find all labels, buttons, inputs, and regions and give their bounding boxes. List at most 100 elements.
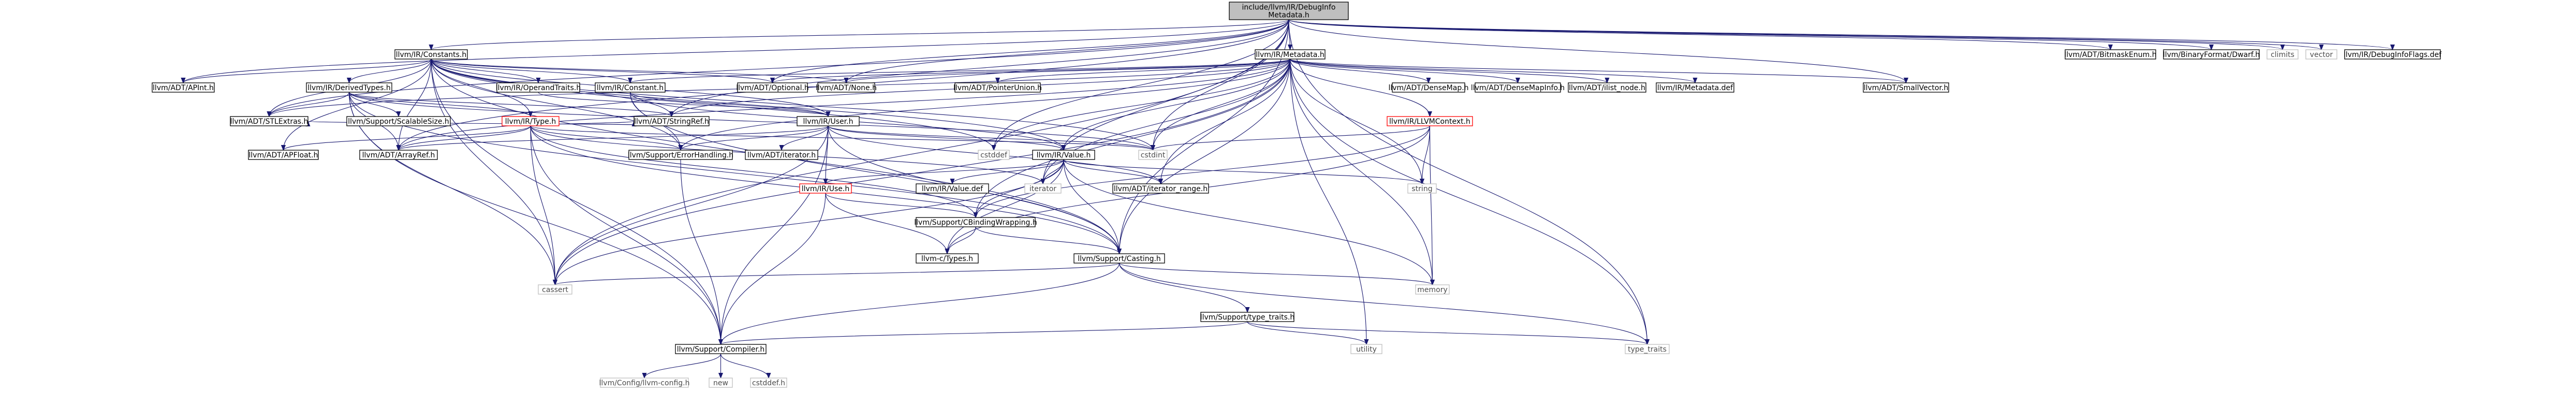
node-box: [2163, 49, 2260, 60]
node-use[interactable]: llvm/IR/Use.h: [799, 183, 852, 194]
edge-irtype-to-apfloat: [284, 125, 531, 151]
node-box: [394, 49, 468, 60]
edge-user-to-cassert: [555, 125, 829, 285]
node-apint[interactable]: llvm/ADT/APInt.h: [152, 82, 215, 93]
edge-metadata-to-none: [846, 59, 1291, 83]
node-cstdint[interactable]: cstdint: [1138, 150, 1168, 160]
node-bitmask[interactable]: llvm/ADT/BitmaskEnum.h: [2064, 49, 2157, 60]
node-label: llvm/IR/User.h: [803, 118, 853, 126]
node-label: string: [1411, 185, 1432, 193]
node-diflags[interactable]: llvm/IR/DebugInfoFlags.def: [2344, 49, 2442, 60]
edge-layer: [183, 19, 2393, 379]
node-metadata[interactable]: llvm/IR/Metadata.h: [1255, 49, 1326, 60]
node-derivedtypes[interactable]: llvm/IR/DerivedTypes.h: [306, 82, 392, 93]
edge-user-to-iteratorh: [782, 125, 829, 151]
node-iterator[interactable]: iterator: [1024, 183, 1062, 194]
node-valuedef[interactable]: llvm/IR/Value.def: [916, 183, 989, 194]
node-dwarf[interactable]: llvm/BinaryFormat/Dwarf.h: [2163, 49, 2260, 60]
node-utility[interactable]: utility: [1350, 344, 1382, 354]
node-memory[interactable]: memory: [1415, 284, 1450, 295]
node-box: [1032, 150, 1095, 160]
node-value[interactable]: llvm/IR/Value.h: [1032, 150, 1095, 160]
edge-root-to-dwarf: [1288, 19, 2212, 50]
node-box: [817, 82, 875, 93]
node-smallvector[interactable]: llvm/ADT/SmallVector.h: [1863, 82, 1949, 93]
node-constants[interactable]: llvm/IR/Constants.h: [394, 49, 468, 60]
node-label: vector: [2310, 51, 2333, 59]
node-casting[interactable]: llvm/Support/Casting.h: [1073, 253, 1165, 264]
edge-root-to-none: [846, 19, 1289, 83]
edge-compiler-to-cstddefh: [720, 353, 769, 379]
node-label: utility: [1356, 345, 1377, 354]
node-stringref[interactable]: llvm/ADT/StringRef.h: [634, 116, 710, 126]
node-apfloat[interactable]: llvm/ADT/APFloat.h: [248, 150, 319, 160]
edge-constants-to-none: [431, 59, 846, 83]
edge-root-to-constants: [431, 19, 1289, 50]
node-label: llvm/ADT/SmallVector.h: [1864, 84, 1949, 92]
node-climits[interactable]: climits: [2266, 49, 2299, 60]
node-pointerunion[interactable]: llvm/ADT/PointerUnion.h: [953, 82, 1042, 93]
node-label: llvm/IR/DerivedTypes.h: [307, 84, 391, 92]
node-densemap[interactable]: llvm/ADT/DenseMap.h: [1388, 82, 1469, 93]
node-box: [750, 378, 787, 388]
node-llvmcontext[interactable]: llvm/IR/LLVMContext.h: [1387, 116, 1473, 126]
node-box: [745, 150, 818, 160]
node-typetraitsh[interactable]: llvm/Support/type_traits.h: [1200, 312, 1295, 322]
node-scalable[interactable]: llvm/Support/ScalableSize.h: [346, 116, 451, 126]
node-ilist[interactable]: llvm/ADT/ilist_node.h: [1568, 82, 1646, 93]
node-iteratorh[interactable]: llvm/ADT/iterator.h: [745, 150, 818, 160]
node-label: llvm/IR/Value.h: [1037, 151, 1091, 160]
edge-value-to-memory: [1063, 159, 1433, 285]
edge-root-to-vector: [1288, 19, 2321, 50]
node-cstddefh[interactable]: cstddef.h: [750, 378, 787, 388]
node-box: [916, 253, 979, 264]
node-cassert[interactable]: cassert: [538, 284, 572, 295]
edge-constant-to-user: [629, 92, 829, 117]
node-box: [1255, 49, 1326, 60]
node-box: [306, 82, 392, 93]
edge-errorhandling-to-compiler: [680, 159, 721, 344]
node-irtype[interactable]: llvm/IR/Type.h: [502, 116, 560, 126]
node-string[interactable]: string: [1407, 183, 1437, 194]
node-arrayref[interactable]: llvm/ADT/ArrayRef.h: [359, 150, 438, 160]
edge-value-to-string: [1063, 159, 1422, 184]
node-cbinding[interactable]: llvm/Support/CBindingWrapping.h: [914, 217, 1037, 227]
edge-value-to-iterrange: [1063, 159, 1161, 184]
node-compiler[interactable]: llvm/Support/Compiler.h: [675, 344, 767, 354]
node-box: [1073, 253, 1165, 264]
node-metadatadef[interactable]: llvm/IR/Metadata.def: [1656, 82, 1734, 93]
node-vector[interactable]: vector: [2305, 49, 2337, 60]
node-new[interactable]: new: [709, 378, 733, 388]
node-cstddef[interactable]: cstddef: [978, 150, 1010, 160]
node-none[interactable]: llvm/ADT/None.h: [816, 82, 877, 93]
edge-metadata-to-errorhandling: [681, 59, 1291, 150]
edge-metadata-to-constant: [630, 59, 1291, 83]
node-constant[interactable]: llvm/IR/Constant.h: [595, 82, 666, 93]
node-typetraits[interactable]: type_traits: [1625, 344, 1670, 354]
node-user[interactable]: llvm/IR/User.h: [797, 116, 860, 126]
node-ctypes[interactable]: llvm-c/Types.h: [916, 253, 979, 264]
node-densemapinfo[interactable]: llvm/ADT/DenseMapInfo.h: [1471, 82, 1565, 93]
node-label: Metadata.h: [1268, 11, 1309, 20]
edge-metadata-to-smallvector: [1289, 59, 1906, 83]
node-box: [600, 378, 689, 388]
node-operandtraits[interactable]: llvm/IR/OperandTraits.h: [496, 82, 581, 93]
node-label: llvm/IR/DebugInfoFlags.def: [2344, 51, 2442, 59]
edge-constants-to-value: [431, 59, 1064, 150]
node-errorhandling[interactable]: llvm/Support/ErrorHandling.h: [628, 150, 733, 160]
edge-value-to-cbinding: [976, 159, 1064, 218]
node-label: iterator: [1029, 185, 1056, 193]
edge-root-to-cstdint: [1153, 19, 1289, 150]
node-iterrange[interactable]: llvm/ADT/iterator_range.h: [1112, 183, 1209, 194]
node-stlextras[interactable]: llvm/ADT/STLExtras.h: [230, 116, 308, 126]
node-box: [2065, 49, 2156, 60]
node-label: llvm/IR/Constant.h: [597, 84, 664, 92]
node-label: llvm/ADT/BitmaskEnum.h: [2064, 51, 2156, 59]
node-config[interactable]: llvm/Config/llvm-config.h: [599, 378, 690, 388]
node-optional[interactable]: llvm/ADT/Optional.h: [736, 82, 809, 93]
node-box: [359, 150, 438, 160]
node-label: cassert: [542, 286, 568, 294]
edge-metadata-to-metadatadef: [1289, 59, 1696, 83]
node-box: [1387, 116, 1473, 126]
